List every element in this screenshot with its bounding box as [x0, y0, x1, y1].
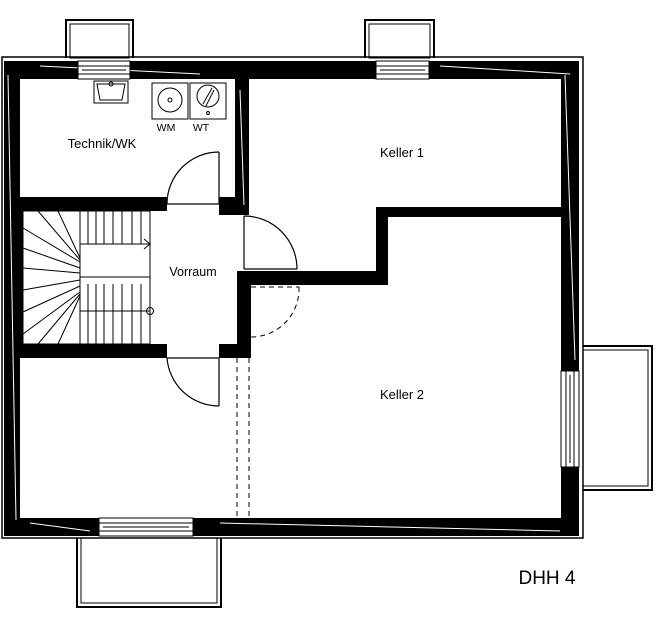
room-label-technik: Technik/WK: [68, 136, 137, 151]
window-top-left: [77, 60, 131, 80]
light-well-right: [582, 345, 653, 491]
washer-icon: [151, 82, 189, 120]
window-top-right: [375, 60, 430, 80]
washer-label: WM: [157, 122, 176, 134]
room-label-keller2: Keller 2: [380, 387, 424, 402]
dryer-label: WT: [193, 122, 210, 134]
window-bottom: [98, 517, 194, 537]
door-lower-room: [166, 357, 220, 407]
room-label-vorraum: Vorraum: [169, 265, 216, 279]
dashed-opening: [236, 358, 250, 518]
door-keller1: [243, 215, 298, 270]
light-well-top-left: [65, 19, 134, 59]
outer-outline: [1, 56, 584, 539]
window-right: [560, 370, 580, 468]
staircase: [22, 210, 154, 345]
interior-walls: [20, 79, 561, 358]
sink-icon: [93, 80, 129, 104]
exterior-walls: [4, 61, 579, 536]
door-keller2-dashed: [250, 286, 300, 338]
light-well-bottom: [76, 537, 222, 608]
door-technik: [166, 151, 220, 205]
dryer-icon: [189, 82, 227, 120]
plan-label: DHH 4: [518, 568, 575, 589]
light-well-top-right: [364, 19, 435, 59]
room-label-keller1: Keller 1: [380, 145, 424, 160]
